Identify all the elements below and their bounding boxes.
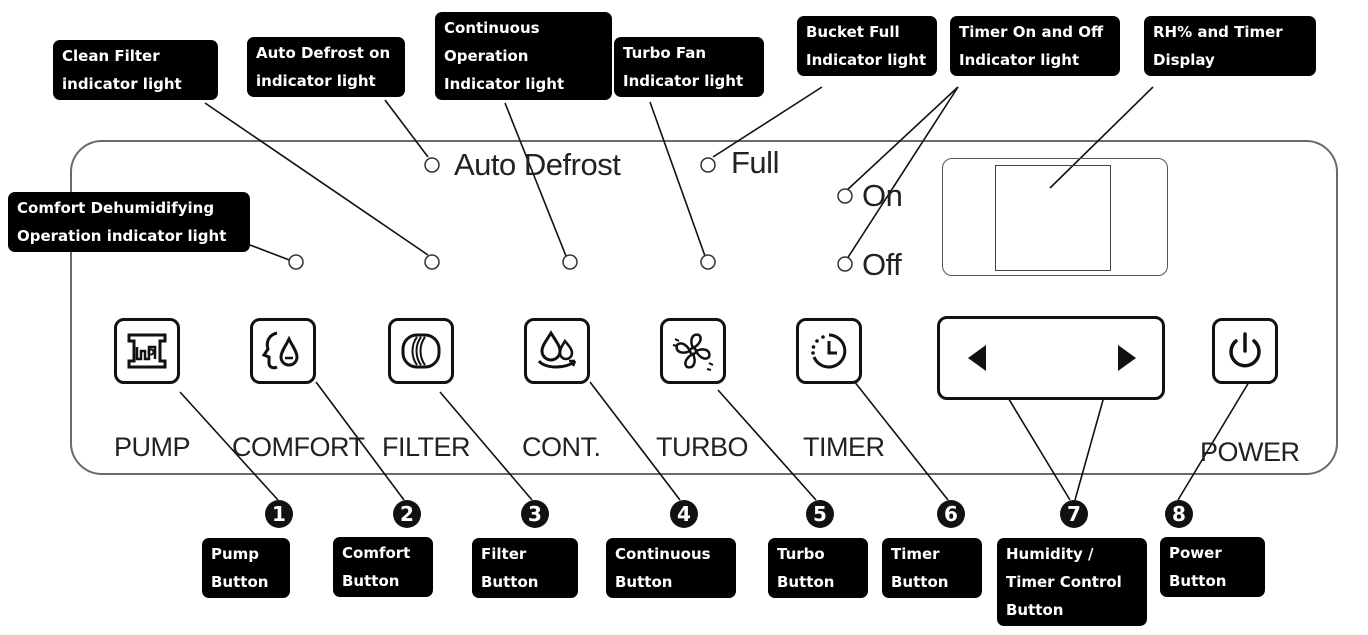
turbo-button[interactable]	[660, 318, 726, 384]
pump-label: PUMP	[114, 432, 191, 462]
leader-auto-defrost	[384, 99, 429, 158]
power-label: POWER	[1200, 437, 1300, 467]
comfort-icon	[261, 331, 299, 370]
leader-pump	[179, 391, 279, 501]
full-indicator-light	[700, 157, 716, 173]
timer-button[interactable]	[796, 318, 862, 384]
full-label: Full	[731, 145, 779, 180]
continuous-icon	[537, 330, 577, 369]
leader-clean-filter	[204, 102, 429, 256]
auto-defrost-indicator-light	[424, 157, 440, 173]
marker-8: 8	[1165, 500, 1193, 528]
pump-icon	[127, 333, 167, 369]
leader-rh-display	[1049, 86, 1154, 189]
turbo-label: TURBO	[656, 432, 749, 462]
comfort-label: COMFORT	[232, 432, 365, 462]
right-arrow-icon	[1118, 345, 1136, 371]
comfort-indicator-light	[288, 254, 304, 270]
leader-power	[1177, 376, 1253, 501]
marker-1: 1	[265, 500, 293, 528]
leader-filter	[439, 391, 533, 501]
marker-6: 6	[937, 500, 965, 528]
filter-button[interactable]	[388, 318, 454, 384]
left-arrow-icon	[968, 345, 986, 371]
leader-comfort-dehum	[249, 244, 293, 262]
leader-timer-on	[844, 86, 959, 193]
leader-turbo	[717, 389, 817, 501]
comfort-button[interactable]	[250, 318, 316, 384]
off-label: Off	[862, 247, 902, 282]
power-icon	[1229, 332, 1261, 368]
leader-continuous	[589, 381, 681, 501]
marker-7: 7	[1060, 500, 1088, 528]
control-panel	[70, 140, 1338, 475]
timer-on-indicator-light	[837, 188, 853, 204]
leader-timer	[849, 375, 949, 501]
continuous-indicator-light	[562, 254, 578, 270]
pump-button[interactable]	[114, 318, 180, 384]
leader-bucket-full	[712, 86, 823, 158]
on-label: On	[862, 178, 903, 213]
filter-label: FILTER	[382, 432, 471, 462]
continuous-button[interactable]	[524, 318, 590, 384]
timer-off-indicator-light	[837, 256, 853, 272]
marker-2: 2	[393, 500, 421, 528]
display-screen	[995, 165, 1111, 271]
cont-label: CONT.	[522, 432, 601, 462]
humidity-timer-control-button[interactable]	[937, 316, 1165, 400]
turbo-indicator-light	[700, 254, 716, 270]
power-button[interactable]	[1212, 318, 1278, 384]
filter-icon	[401, 333, 441, 369]
leader-comfort	[315, 381, 405, 501]
leader-turbo-fan	[649, 101, 706, 257]
timer-label: TIMER	[803, 432, 885, 462]
filter-indicator-light	[424, 254, 440, 270]
leader-timer-off	[844, 86, 959, 263]
marker-4: 4	[670, 500, 698, 528]
marker-5: 5	[806, 500, 834, 528]
rh-timer-display	[942, 158, 1168, 276]
marker-3: 3	[521, 500, 549, 528]
leader-continuous-op	[504, 102, 567, 257]
timer-icon	[811, 333, 847, 369]
auto-defrost-label: Auto Defrost	[454, 147, 621, 182]
turbo-fan-icon	[672, 333, 714, 371]
